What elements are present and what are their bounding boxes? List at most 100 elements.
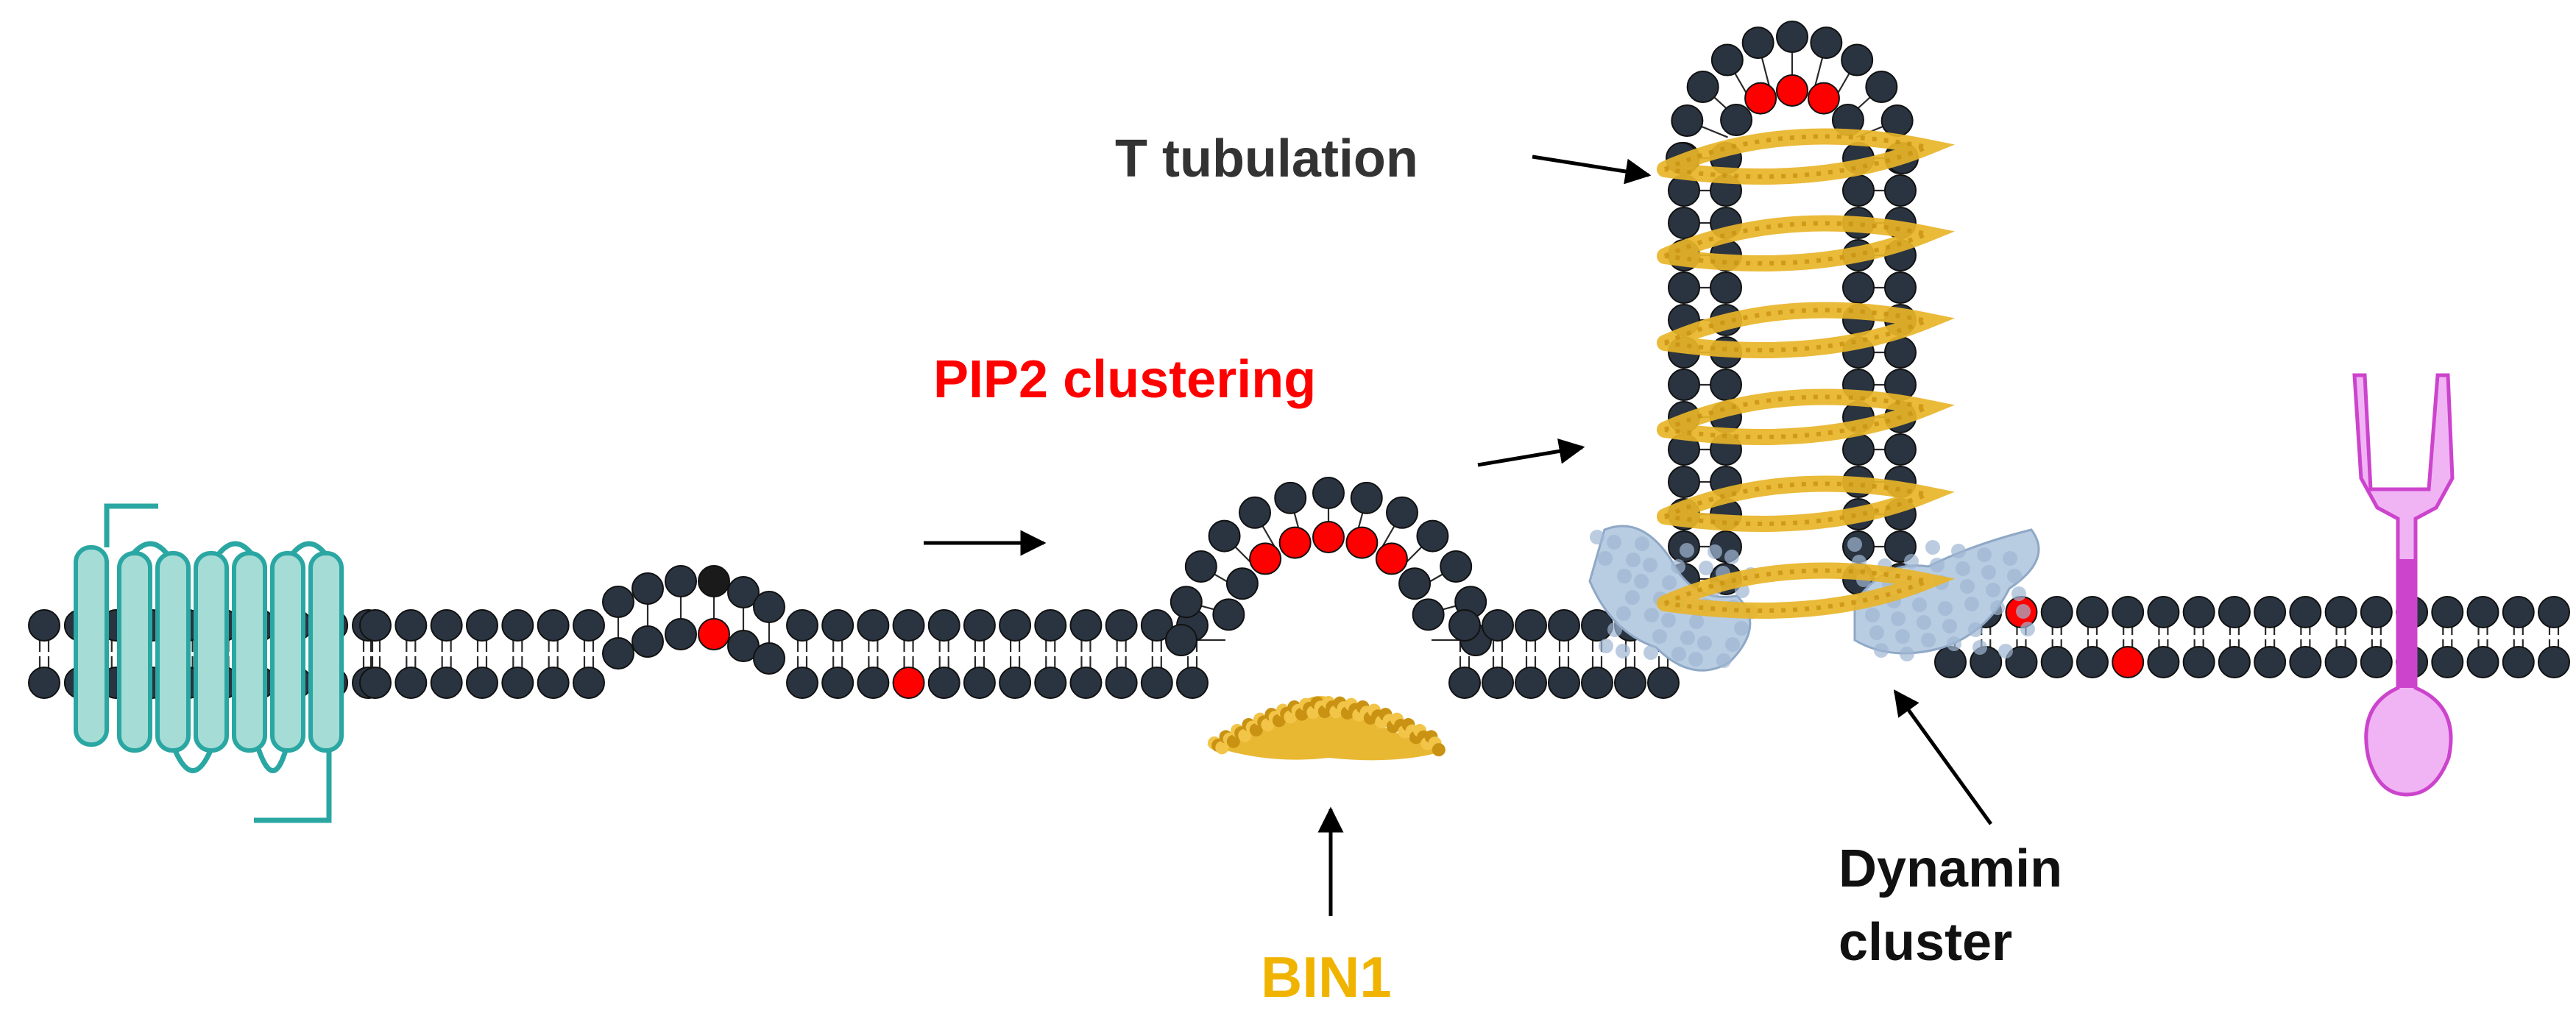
lipid-head (1440, 550, 1473, 583)
arrow-to-dynamin (1893, 689, 1993, 825)
lipid-head (1548, 609, 1580, 642)
lipid-head (28, 609, 60, 642)
lipid-head (821, 609, 854, 642)
lipid-head (999, 667, 1032, 699)
lipid-head (1176, 667, 1209, 699)
lipid-head (1312, 521, 1345, 553)
lipid-head (2360, 646, 2393, 678)
lipid-head (857, 609, 890, 642)
lipid-head (1274, 481, 1307, 514)
lipid-head (2466, 646, 2499, 678)
lipid-head (1312, 477, 1345, 509)
lipid-head (1668, 207, 1700, 239)
lipid-head (631, 572, 664, 605)
lipid-head (963, 609, 996, 642)
lipid-head (1671, 104, 1704, 138)
lipid-head (665, 618, 697, 650)
lipid-head (1710, 271, 1742, 304)
dynamin-cluster (1588, 525, 2040, 672)
lipid-head (2324, 596, 2357, 628)
dynamin-label-line2: cluster (1839, 913, 2012, 972)
lipid-head (2466, 596, 2499, 628)
lipid-head (573, 667, 605, 699)
arrow-to-tubule-top (1532, 154, 1652, 185)
lipid-head (2254, 646, 2287, 678)
lipid-head (1686, 71, 1719, 104)
lipid-head (1069, 609, 1103, 642)
lipid-head (1842, 271, 1875, 304)
lipid-head (1880, 104, 1914, 138)
lipid-head (1842, 433, 1875, 466)
lipid-head (394, 609, 428, 642)
lipid-head (2076, 596, 2109, 628)
lipid-head (1515, 667, 1547, 699)
lipid-head (1350, 481, 1383, 514)
lipid-head (2040, 596, 2073, 628)
lipid-head (727, 630, 760, 662)
lipid-head (2005, 646, 2038, 678)
lipid-head (537, 609, 570, 642)
lipid-head (2147, 646, 2180, 678)
lipid-head (394, 667, 428, 699)
lipid-head (359, 667, 392, 699)
lipid-head (1482, 667, 1514, 699)
lipid-head (1225, 567, 1259, 600)
lipid-head (602, 586, 634, 618)
lipid-head (963, 667, 996, 699)
lipid-head (2147, 596, 2180, 628)
lipid-head (1515, 609, 1547, 642)
lipid-head (1884, 530, 1917, 563)
lipid-head (573, 609, 605, 642)
lipid-head (602, 637, 634, 670)
lipid-head (2112, 596, 2145, 628)
lipid-head (821, 667, 854, 699)
lipid-head (1034, 667, 1067, 699)
lipid-head (2538, 646, 2570, 678)
lipid-head (501, 609, 534, 642)
lipid-head (698, 565, 730, 597)
arrows (924, 154, 1993, 916)
lipid-head (1934, 646, 1967, 678)
lipid-head (2112, 646, 2145, 678)
lipid-head (466, 609, 498, 642)
lipid-head (2360, 596, 2393, 628)
lipid-head (753, 642, 785, 675)
lipid-head (1668, 466, 1700, 498)
lipid-head (1842, 174, 1875, 207)
lipid-head (1105, 667, 1138, 699)
lipid-head (1345, 526, 1379, 559)
lipid-head (1776, 21, 1808, 53)
lipid-head (537, 667, 570, 699)
lipid-head (2218, 596, 2251, 628)
lipid-head (2182, 596, 2215, 628)
lipid-head (1776, 74, 1808, 107)
lipid-head (927, 667, 960, 699)
channel-icon (74, 503, 344, 823)
lipid-head (1710, 369, 1742, 401)
lipid-head (999, 609, 1032, 642)
lipid-head (1034, 609, 1067, 642)
lipid-head (1416, 519, 1449, 553)
lipid-head (1807, 82, 1840, 115)
lipid-head (927, 609, 960, 642)
lipid-head (2431, 596, 2464, 628)
lipid-head (1810, 26, 1843, 60)
lipid-head (1212, 598, 1245, 631)
lipid-head (1668, 271, 1700, 304)
pip2-clustering-label: PIP2 clustering (933, 350, 1316, 409)
t-tubulation-label: T tubulation (1115, 129, 1418, 188)
lipid-head (665, 565, 697, 597)
lipid-head (1647, 667, 1680, 699)
lipid-head (1375, 542, 1408, 575)
lipid-head (1069, 667, 1103, 699)
lipid-head (359, 609, 392, 642)
lipid-head (1865, 71, 1898, 104)
lipid-head (1278, 526, 1312, 559)
bin1-helix (1657, 128, 1956, 619)
lipid-head (1668, 369, 1700, 401)
lipid-head (2502, 596, 2535, 628)
lipid-head (1249, 542, 1282, 575)
lipid-head (2289, 596, 2322, 628)
lipid-head (1548, 667, 1580, 699)
lipid-head (1884, 174, 1917, 207)
